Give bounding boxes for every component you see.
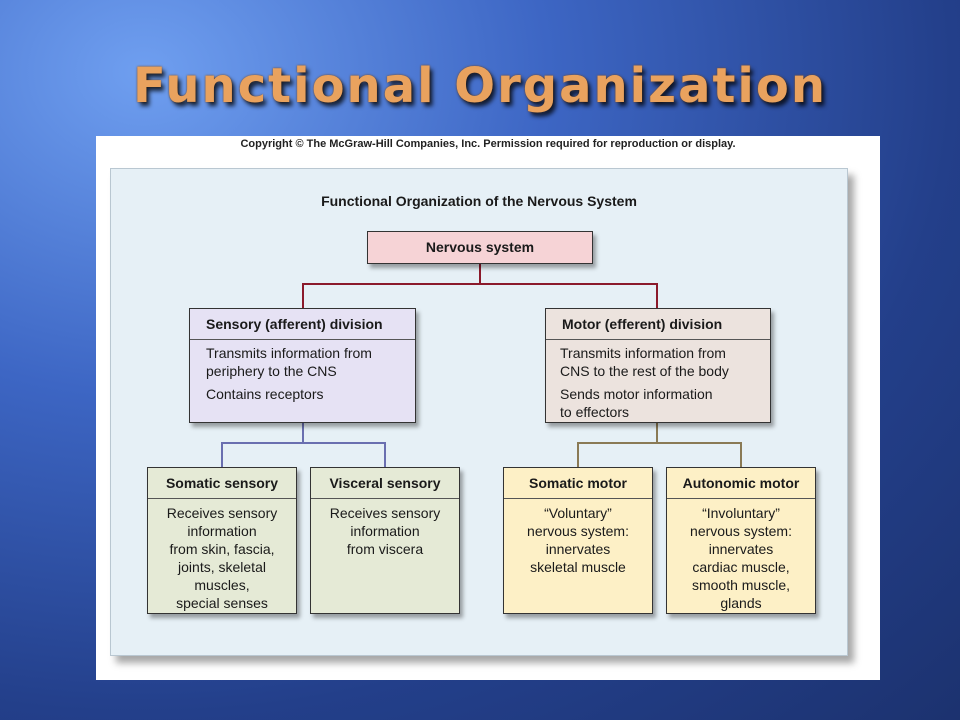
copyright-notice: Copyright © The McGraw-Hill Companies, I… xyxy=(240,138,736,150)
connector-root-down xyxy=(479,263,481,283)
motor-division-box: Motor (efferent) division Transmits info… xyxy=(545,308,771,423)
description-line: information xyxy=(187,523,257,539)
somatic-motor-header: Somatic motor xyxy=(504,468,652,499)
description-line: skeletal muscle xyxy=(530,559,626,575)
connector-to-somatic-motor xyxy=(577,442,579,467)
description-line: innervates xyxy=(708,541,774,557)
somatic-motor-box: Somatic motor “Voluntary” nervous system… xyxy=(503,467,653,614)
connector-root-horizontal xyxy=(302,283,656,285)
connector-to-motor xyxy=(656,283,658,308)
description-line: “Voluntary” xyxy=(544,505,612,521)
nervous-system-box: Nervous system xyxy=(367,231,593,264)
motor-text-line: Sends motor information xyxy=(560,386,713,402)
sensory-division-description: Transmits information from periphery to … xyxy=(190,340,415,403)
somatic-sensory-box: Somatic sensory Receives sensory informa… xyxy=(147,467,297,614)
visceral-sensory-box: Visceral sensory Receives sensory inform… xyxy=(310,467,460,614)
sensory-text-line: Transmits information from xyxy=(206,345,372,361)
description-line: special senses xyxy=(176,595,268,611)
connector-to-autonomic-motor xyxy=(740,442,742,467)
connector-sensory-horizontal xyxy=(221,442,384,444)
description-line: muscles, xyxy=(194,577,250,593)
description-line: Receives sensory xyxy=(329,505,441,521)
somatic-sensory-header: Somatic sensory xyxy=(148,468,296,499)
connector-motor-horizontal xyxy=(577,442,740,444)
somatic-sensory-description: Receives sensory information from skin, … xyxy=(148,499,296,612)
diagram-panel: Functional Organization of the Nervous S… xyxy=(110,168,848,656)
description-line: from skin, fascia, xyxy=(169,541,275,557)
description-line: information xyxy=(350,523,420,539)
motor-division-header: Motor (efferent) division xyxy=(546,309,770,340)
autonomic-motor-header: Autonomic motor xyxy=(667,468,815,499)
description-line: joints, skeletal xyxy=(178,559,266,575)
sensory-text-line: periphery to the CNS xyxy=(206,363,337,379)
motor-text-line: to effectors xyxy=(560,404,630,420)
description-line: nervous system: xyxy=(690,523,792,539)
autonomic-motor-description: “Involuntary” nervous system: innervates… xyxy=(667,499,815,612)
autonomic-motor-box: Autonomic motor “Involuntary” nervous sy… xyxy=(666,467,816,614)
description-line: cardiac muscle, xyxy=(692,559,790,575)
visceral-sensory-header: Visceral sensory xyxy=(311,468,459,499)
description-line: from viscera xyxy=(346,541,424,557)
description-line: Receives sensory xyxy=(166,505,278,521)
figure-image: Copyright © The McGraw-Hill Companies, I… xyxy=(96,136,880,680)
motor-text-line: CNS to the rest of the body xyxy=(560,363,729,379)
connector-to-somatic-sensory xyxy=(221,442,223,467)
description-line: “Involuntary” xyxy=(702,505,780,521)
description-line: innervates xyxy=(545,541,611,557)
description-line: smooth muscle, xyxy=(691,577,791,593)
description-line: glands xyxy=(720,595,762,611)
connector-to-sensory xyxy=(302,283,304,308)
sensory-text-line: Contains receptors xyxy=(206,386,324,402)
nervous-system-label: Nervous system xyxy=(425,239,535,255)
visceral-sensory-description: Receives sensory information from viscer… xyxy=(311,499,459,558)
description-line: nervous system: xyxy=(527,523,629,539)
slide-title: Functional Organization xyxy=(132,58,828,114)
sensory-division-header: Sensory (afferent) division xyxy=(190,309,415,340)
connector-motor-down xyxy=(656,422,658,442)
diagram-title: Functional Organization of the Nervous S… xyxy=(321,193,637,209)
connector-sensory-down xyxy=(302,422,304,442)
connector-to-visceral-sensory xyxy=(384,442,386,467)
motor-text-line: Transmits information from xyxy=(560,345,726,361)
sensory-division-box: Sensory (afferent) division Transmits in… xyxy=(189,308,416,423)
somatic-motor-description: “Voluntary” nervous system: innervates s… xyxy=(504,499,652,576)
motor-division-description: Transmits information from CNS to the re… xyxy=(546,340,770,421)
